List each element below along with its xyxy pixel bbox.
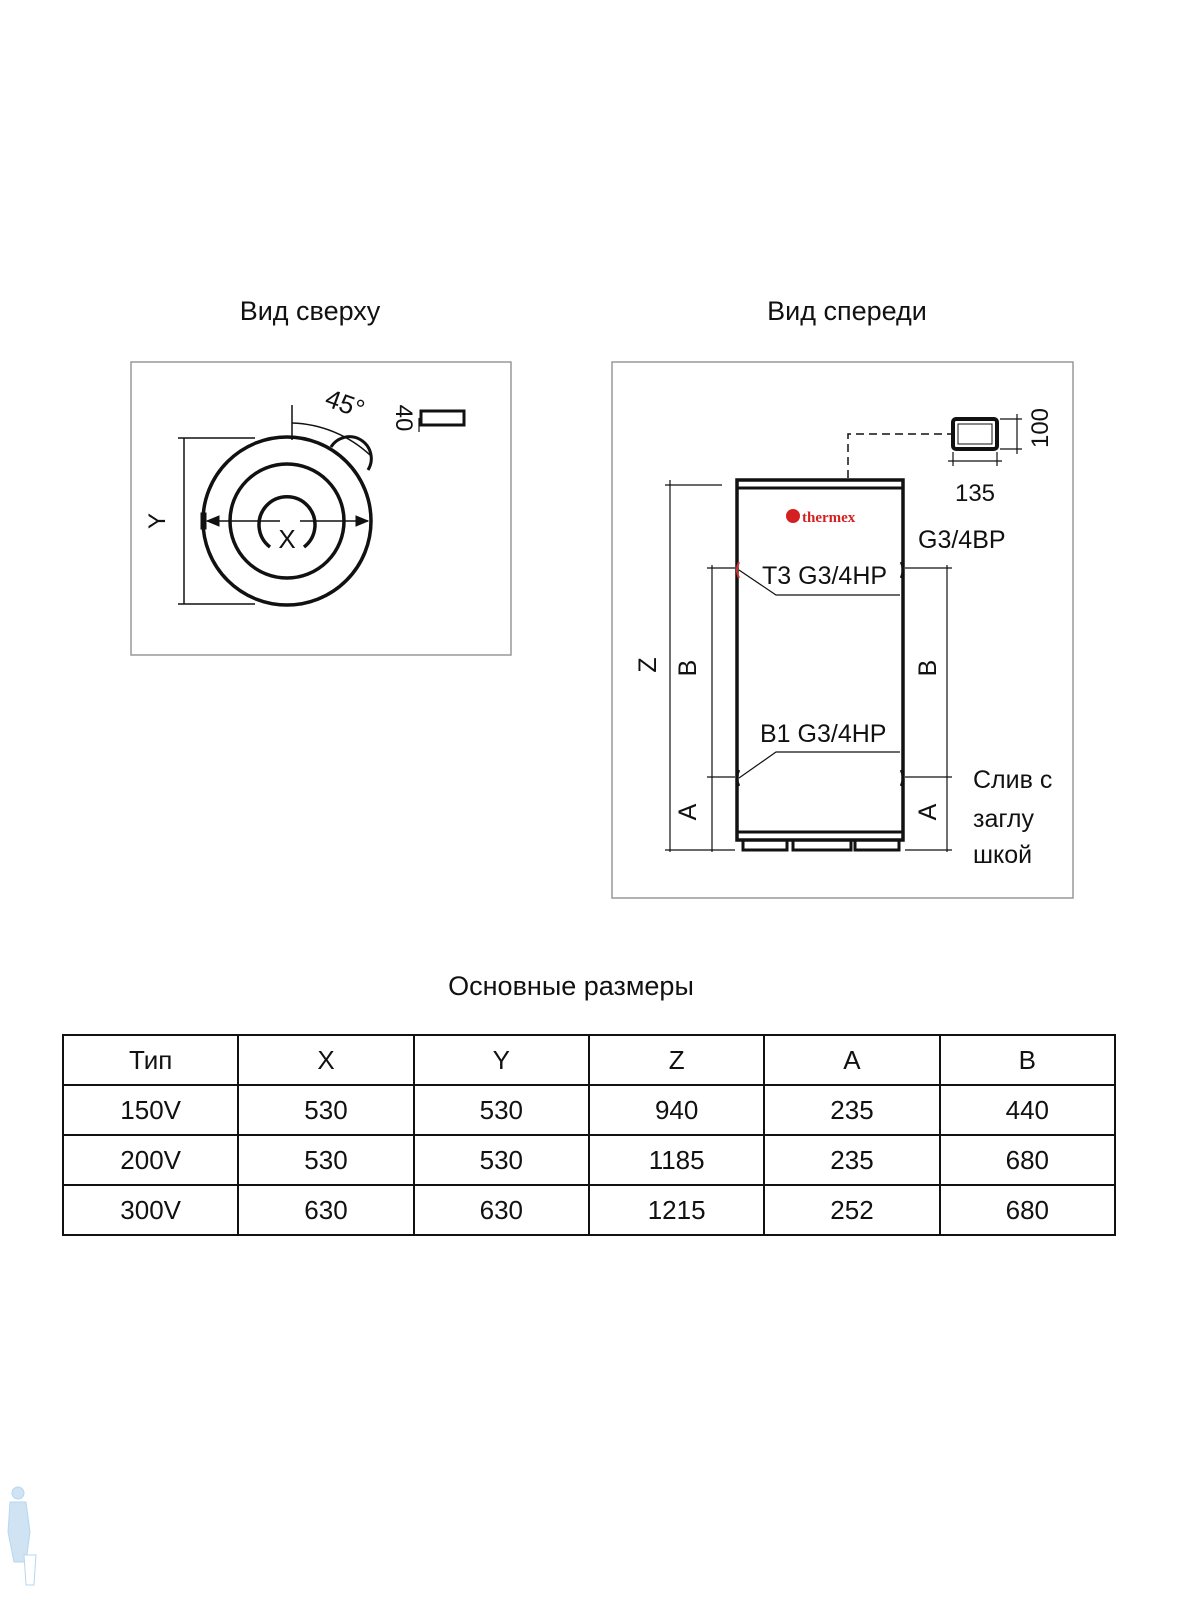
thermex-logo: thermex (786, 509, 856, 526)
header-cell: B (938, 1034, 1117, 1086)
table-cell: 630 (237, 1184, 415, 1236)
dimensions-table: Тип X Y Z A B 150V 530 530 940 235 440 2… (61, 1034, 1117, 1236)
table-cell: 630 (412, 1184, 590, 1236)
top-view-x-label: X (278, 524, 295, 554)
table-row: 200V 530 530 1185 235 680 (61, 1134, 1117, 1186)
header-cell: Тип (61, 1034, 240, 1086)
table-cell: 300V (61, 1184, 240, 1236)
top-view (130, 361, 512, 656)
table-cell: 940 (587, 1084, 766, 1136)
table-cell: 252 (763, 1184, 941, 1236)
header-cell: Y (412, 1034, 590, 1086)
table-cell: 530 (412, 1134, 590, 1186)
drain-label-1: Слив с (973, 766, 1052, 794)
header-cell: Z (587, 1034, 766, 1086)
table-cell: 150V (61, 1084, 240, 1136)
header-cell: A (763, 1034, 941, 1086)
top-view-y-label: Y (144, 513, 171, 529)
table-cell: 235 (763, 1134, 941, 1186)
dim-a-right-label: A (914, 803, 942, 820)
table-cell: 530 (237, 1084, 415, 1136)
table-title: Основные размеры (448, 971, 694, 1001)
table-cell: 235 (763, 1084, 941, 1136)
plumber-watermark-icon (7, 1486, 37, 1586)
table-row: 300V 630 630 1215 252 680 (61, 1184, 1117, 1236)
table-cell: 1185 (587, 1134, 766, 1186)
angle-label: 45° (321, 383, 368, 425)
dim-135-label: 135 (955, 480, 995, 507)
table-row: 150V 530 530 940 235 440 (61, 1084, 1117, 1136)
header-cell: X (237, 1034, 415, 1086)
dim-z-label: Z (634, 657, 662, 672)
drain-label-2: заглу (973, 805, 1035, 833)
top-view-title: Вид сверху (240, 296, 381, 326)
drain-label-3: шкой (973, 841, 1032, 869)
table-cell: 530 (412, 1084, 590, 1136)
outlet-label: G3/4BP (918, 526, 1006, 554)
dim-40-label: 40 (390, 405, 417, 432)
cold-water-label: B1 G3/4HP (760, 720, 886, 748)
dim-a-left-label: A (674, 803, 702, 820)
front-view-title: Вид спереди (767, 296, 927, 326)
front-view (611, 361, 1074, 899)
logo-text: thermex (802, 510, 856, 526)
table-cell: 680 (938, 1184, 1117, 1236)
hot-water-label: T3 G3/4HP (762, 562, 887, 590)
dim-100-label: 100 (1027, 408, 1054, 448)
dim-b-left-label: B (674, 660, 702, 677)
table-cell: 680 (938, 1134, 1117, 1186)
table-cell: 530 (237, 1134, 415, 1186)
table-cell: 440 (938, 1084, 1117, 1136)
dim-b-right-label: B (914, 660, 942, 677)
table-cell: 200V (61, 1134, 240, 1186)
table-cell: 1215 (587, 1184, 766, 1236)
table-header-row: Тип X Y Z A B (61, 1034, 1117, 1086)
